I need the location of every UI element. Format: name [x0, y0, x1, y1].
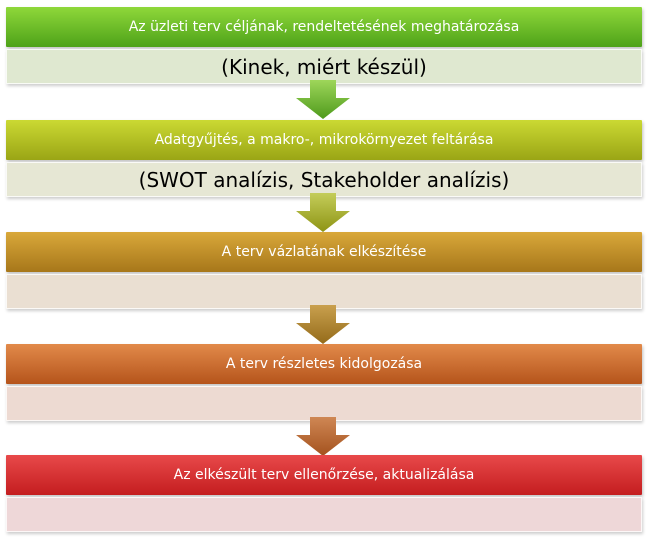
step-title-bar: A terv részletes kidolgozása [6, 344, 642, 384]
step-detail-box [6, 497, 642, 532]
step-detail-box: (SWOT analízis, Stakeholder analízis) [6, 162, 642, 197]
step-title-bar: A terv vázlatának elkészítése [6, 232, 642, 272]
arrow-shape [296, 80, 350, 119]
step-detail-box [6, 386, 642, 421]
arrow-shape [296, 417, 350, 456]
down-arrow-icon [296, 305, 350, 344]
down-arrow-icon [296, 417, 350, 456]
step-detail-box: (Kinek, miért készül) [6, 49, 642, 84]
step-title-bar: Az üzleti terv céljának, rendeltetésének… [6, 7, 642, 47]
arrow-shape [296, 305, 350, 344]
arrow-shape [296, 193, 350, 232]
step-detail-box [6, 274, 642, 309]
down-arrow-icon [296, 80, 350, 119]
down-arrow-icon [296, 193, 350, 232]
step-title-bar: Az elkészült terv ellenőrzése, aktualizá… [6, 455, 642, 495]
step-title-bar: Adatgyűjtés, a makro-, mikrokörnyezet fe… [6, 120, 642, 160]
